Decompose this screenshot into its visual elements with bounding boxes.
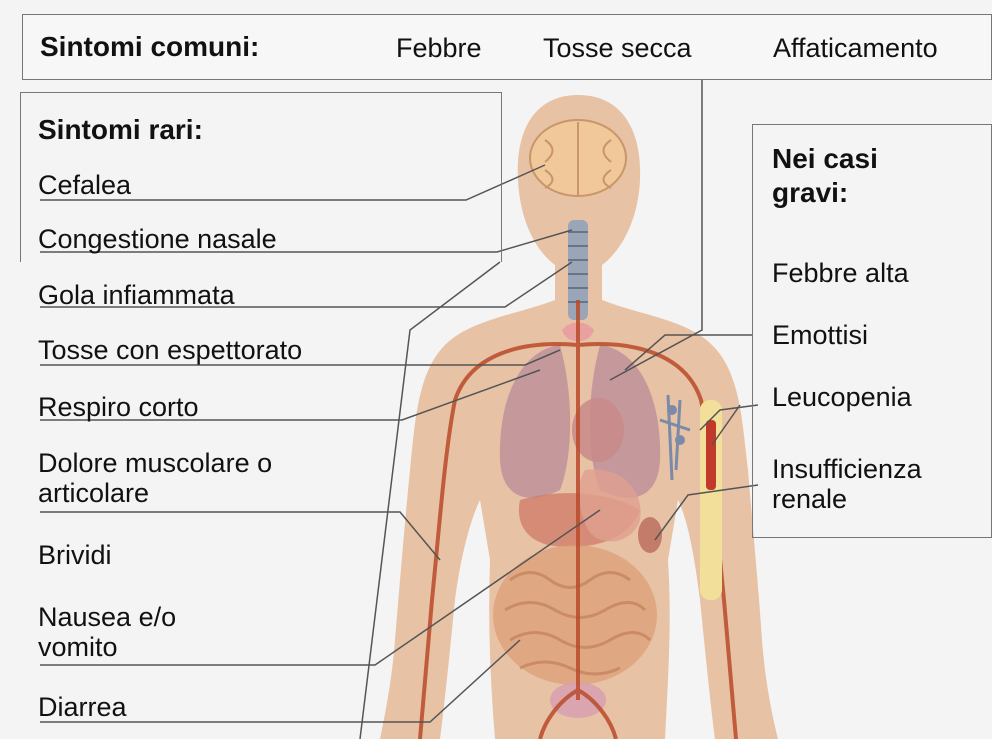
- common-symptom-tosse-secca: Tosse secca: [543, 33, 692, 63]
- rare-symptom-congestione-nasale: Congestione nasale: [38, 224, 277, 254]
- rare-symptom-gola-infiammata: Gola infiammata: [38, 280, 235, 310]
- severe-cases-heading: Nei casi gravi:: [772, 142, 922, 210]
- rare-symptom-tosse-espettorato: Tosse con espettorato: [38, 335, 302, 365]
- rare-symptom-nausea: Nausea e/o vomito: [38, 602, 238, 662]
- severe-symptom-emottisi: Emottisi: [772, 320, 868, 350]
- common-symptoms-heading: Sintomi comuni:: [40, 32, 259, 62]
- lymph-node: [667, 405, 677, 415]
- rare-symptom-cefalea: Cefalea: [38, 170, 131, 200]
- common-symptom-febbre: Febbre: [396, 33, 482, 63]
- rare-symptom-dolore: Dolore muscolare o articolare: [38, 448, 328, 508]
- severe-symptom-leucopenia: Leucopenia: [772, 382, 912, 412]
- severe-symptom-insufficienza-renale: Insufficienza renale: [772, 454, 982, 514]
- rare-symptoms-heading: Sintomi rari:: [38, 115, 203, 145]
- rare-symptom-respiro-corto: Respiro corto: [38, 392, 199, 422]
- bone-marrow: [706, 420, 716, 490]
- rare-symptom-brividi: Brividi: [38, 540, 112, 570]
- common-symptom-affaticamento: Affaticamento: [773, 33, 938, 63]
- rare-symptom-diarrea: Diarrea: [38, 692, 127, 722]
- lymph-node: [675, 435, 685, 445]
- severe-symptom-febbre-alta: Febbre alta: [772, 258, 909, 288]
